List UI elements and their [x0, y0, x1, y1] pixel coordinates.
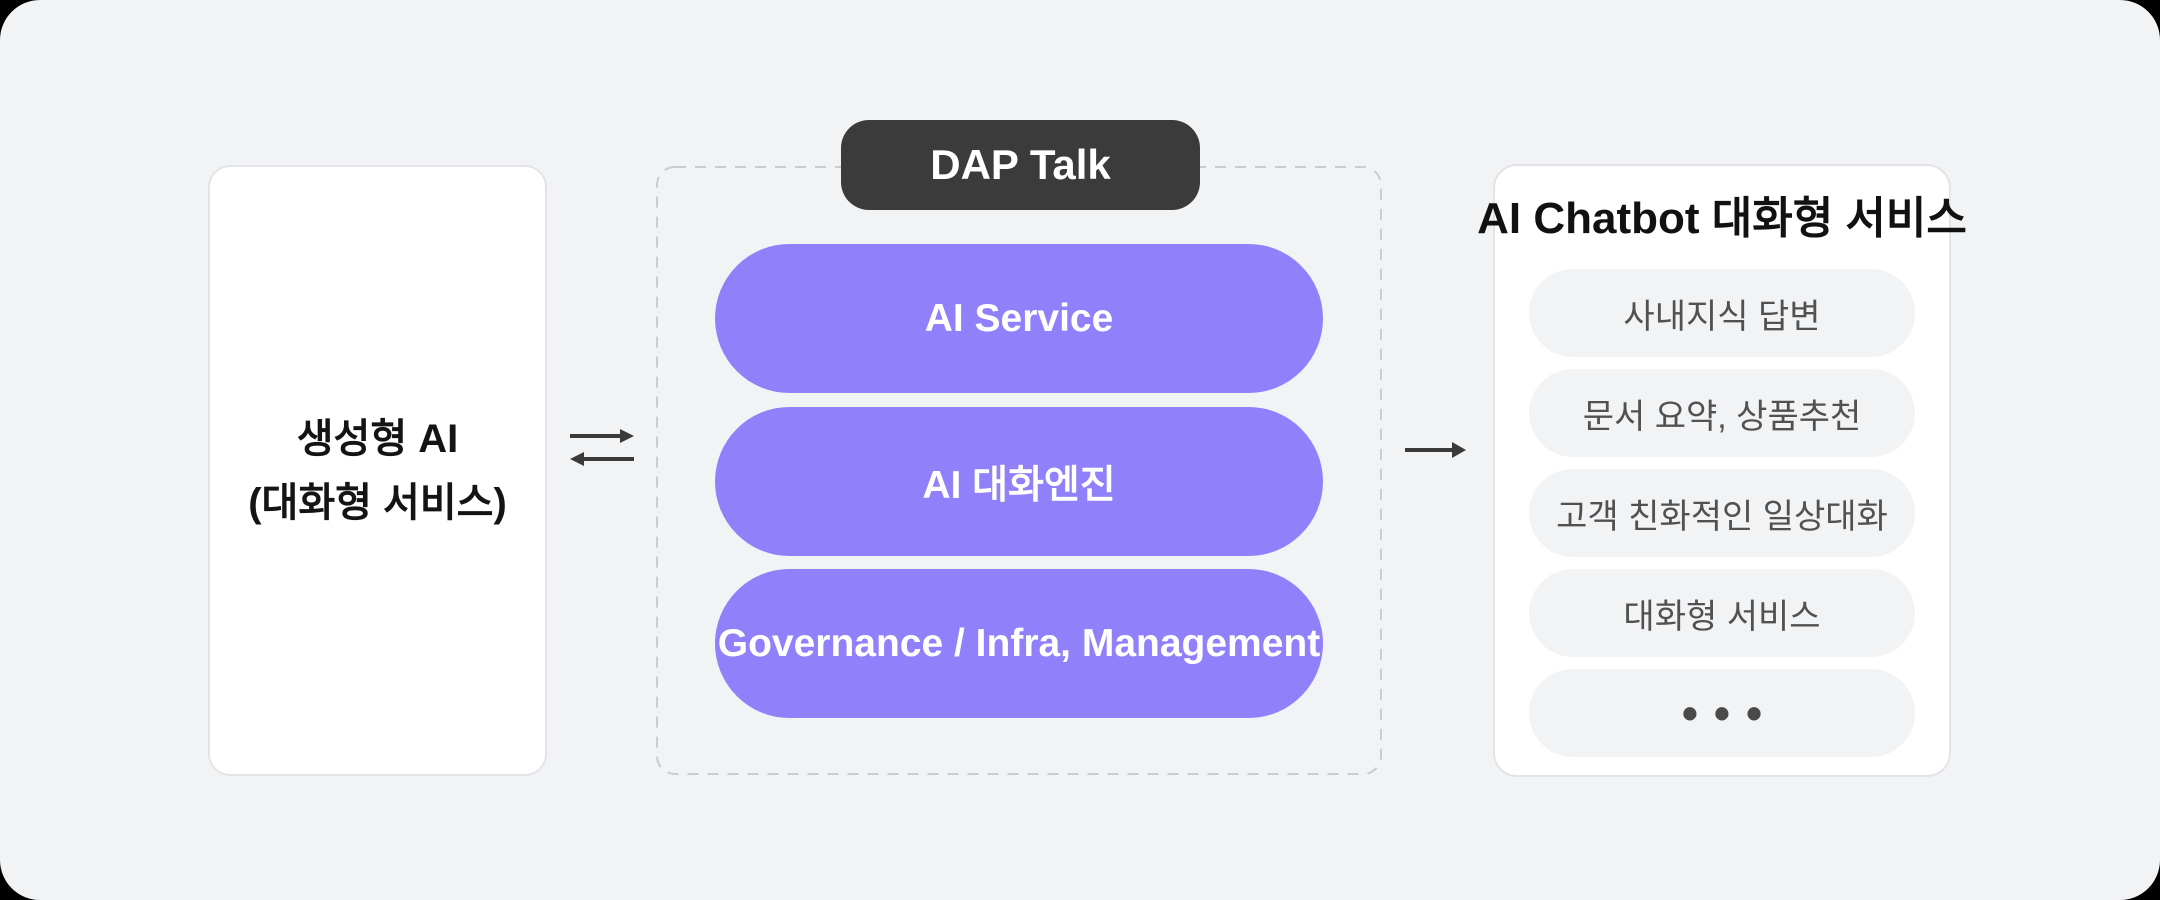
generative-ai-label-line1: 생성형 AI: [296, 416, 459, 461]
chip-ellipsis: •••: [1529, 669, 1915, 757]
layer-governance-infra-label: Governance / Infra, Management: [717, 621, 1321, 665]
chip-friendly-daily-chat: 고객 친화적인 일상대화: [1529, 469, 1915, 557]
chip-internal-knowledge: 사내지식 답변: [1529, 269, 1915, 357]
chip-conversational-service-label: 대화형 서비스: [1623, 597, 1821, 636]
bidirectional-arrows-icon: [570, 429, 634, 466]
dap-talk-badge: DAP Talk: [841, 120, 1200, 210]
layer-ai-service: AI Service: [715, 244, 1323, 393]
chip-doc-summary-recommendation: 문서 요약, 상품추천: [1529, 369, 1915, 457]
layer-ai-dialog-engine: AI 대화엔진: [715, 407, 1323, 556]
chip-doc-summary-recommendation-label: 문서 요약, 상품추천: [1582, 397, 1862, 436]
dap-talk-badge-label: DAP Talk: [930, 141, 1111, 188]
layer-governance-infra: Governance / Infra, Management: [715, 569, 1323, 718]
generative-ai-card: 생성형 AI (대화형 서비스): [208, 165, 547, 776]
chip-friendly-daily-chat-label: 고객 친화적인 일상대화: [1556, 497, 1888, 536]
layer-ai-dialog-engine-label: AI 대화엔진: [922, 463, 1116, 507]
right-arrow-icon: [1405, 442, 1466, 458]
chip-conversational-service: 대화형 서비스: [1529, 569, 1915, 657]
ai-chatbot-services-title: AI Chatbot 대화형 서비스: [1477, 194, 1967, 243]
ai-chatbot-services-card: AI Chatbot 대화형 서비스 사내지식 답변 문서 요약, 상품추천 고…: [1477, 164, 1967, 777]
ellipsis-icon: •••: [1681, 687, 1779, 739]
service-chip-list: 사내지식 답변 문서 요약, 상품추천 고객 친화적인 일상대화 대화형 서비스…: [1495, 269, 1949, 757]
generative-ai-label-line2: (대화형 서비스): [248, 480, 507, 525]
chip-internal-knowledge-label: 사내지식 답변: [1623, 297, 1821, 336]
layer-ai-service-label: AI Service: [924, 296, 1114, 340]
